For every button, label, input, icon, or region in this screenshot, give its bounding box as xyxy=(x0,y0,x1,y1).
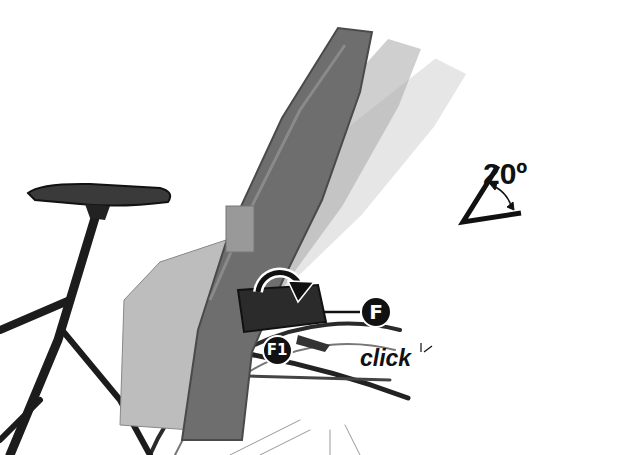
top-tube xyxy=(0,300,70,330)
tilt-mechanism xyxy=(238,285,326,332)
mechanism-foot xyxy=(296,335,330,352)
saddle-clamp xyxy=(85,204,110,220)
rotation-arrow xyxy=(258,272,314,302)
seat-ghost-10 xyxy=(163,12,422,451)
callout-letter: F xyxy=(360,296,392,328)
wheel-spokes xyxy=(230,420,360,455)
leader-line xyxy=(324,311,360,314)
angle-arc xyxy=(494,186,511,206)
rotation-arrow-head xyxy=(288,281,314,302)
chain-stay xyxy=(0,400,40,440)
callout-text: F xyxy=(369,302,383,322)
seat-window xyxy=(226,206,254,252)
saddle xyxy=(28,184,170,206)
angle-value: 20º xyxy=(483,159,527,189)
callout-letter: F1 xyxy=(262,335,293,366)
tilted-seat-ghosts xyxy=(148,5,467,455)
callout-text: F1 xyxy=(267,343,288,358)
seat-shell xyxy=(182,28,372,440)
seat-ghost-20 xyxy=(148,5,467,455)
click-note: click xyxy=(360,347,411,370)
seat-shell-edge xyxy=(210,45,345,300)
click-spark xyxy=(421,343,432,352)
